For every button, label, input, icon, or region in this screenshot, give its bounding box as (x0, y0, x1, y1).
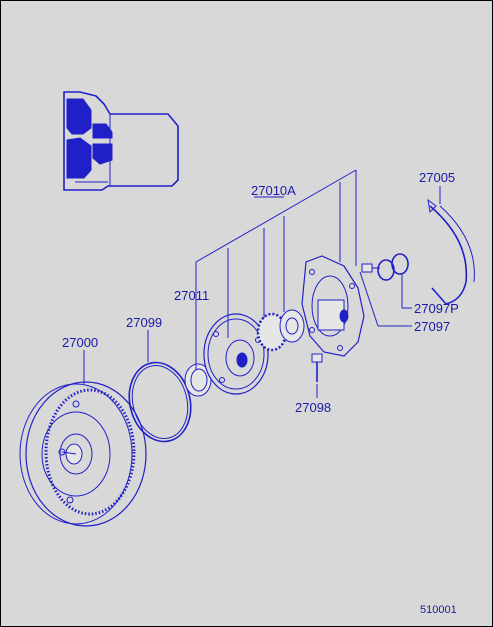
label-27097: 27097 (414, 319, 450, 334)
label-27005: 27005 (419, 170, 455, 185)
leader-lines (83, 169, 441, 398)
location-inset-icon (63, 91, 179, 191)
oil-pump-housing (203, 313, 269, 395)
torque-converter (19, 381, 147, 527)
seal-rings (377, 253, 409, 281)
label-27000: 27000 (62, 335, 98, 350)
label-27099: 27099 (126, 315, 162, 330)
label-27098: 27098 (295, 400, 331, 415)
label-27010a: 27010A (251, 183, 296, 198)
oil-seal (184, 363, 212, 397)
bolt (311, 353, 323, 382)
gasket (427, 198, 475, 305)
footer-code: 510001 (420, 604, 457, 616)
pump-cover (301, 255, 365, 357)
label-27011: 27011 (174, 288, 209, 303)
pump-gears (256, 309, 305, 352)
o-ring (128, 361, 192, 443)
label-27097p: 27097P (414, 301, 459, 316)
